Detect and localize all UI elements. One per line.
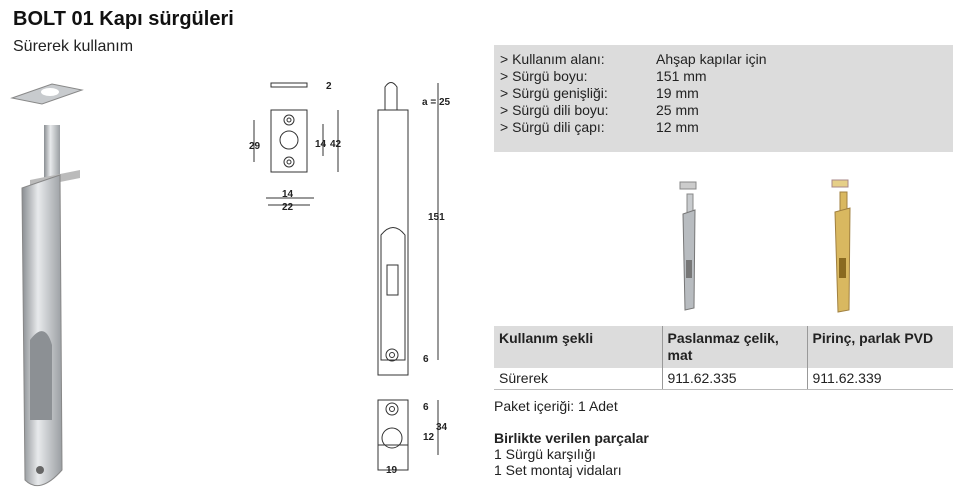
table-row: Sürerek 911.62.335 911.62.339 (494, 368, 953, 390)
variants-table: Kullanım şekli Paslanmaz çelik, mat Piri… (494, 326, 953, 390)
dim-thickness: 2 (326, 81, 332, 92)
list-item: 1 Sürgü karşılığı (494, 446, 596, 462)
spec-label: > Sürgü genişliği: (500, 85, 608, 101)
dim-a: a = 25 (422, 97, 451, 108)
spec-row: > Sürgü dili çapı: 12 mm (500, 119, 953, 136)
spec-label: > Sürgü dili çapı: (500, 119, 605, 135)
column-header: Kullanım şekli (494, 326, 662, 368)
dim-bottom-offset: 6 (423, 354, 429, 365)
dim-strike-bore: 12 (423, 432, 435, 443)
product-title: BOLT 01 Kapı sürgüleri (13, 8, 234, 30)
spec-label: > Kullanım alanı: (500, 51, 605, 67)
spec-label: > Sürgü dili boyu: (500, 102, 609, 118)
table-cell: Sürerek (494, 368, 662, 390)
steel-variant-image (679, 181, 697, 311)
dim-hole-spacing: 29 (249, 141, 261, 152)
dim-plate-height: 42 (330, 139, 342, 150)
spec-row: > Sürgü genişliği: 19 mm (500, 85, 953, 102)
spec-value: 19 mm (656, 85, 699, 101)
brass-variant-image (831, 179, 851, 313)
spec-box: > Kullanım alanı: Ahşap kapılar için > Sü… (494, 45, 953, 152)
dim-bore: 14 (315, 139, 327, 150)
spec-label: > Sürgü boyu: (500, 68, 588, 84)
product-subtitle: Sürerek kullanım (13, 38, 134, 55)
package-contents: Paket içeriği: 1 Adet (494, 398, 618, 414)
dim-strike-offset: 6 (423, 402, 429, 413)
spec-row: > Kullanım alanı: Ahşap kapılar için (500, 51, 953, 68)
list-item: 1 Set montaj vidaları (494, 462, 622, 478)
spec-value: Ahşap kapılar için (656, 51, 767, 67)
dim-strike-width: 19 (386, 465, 398, 476)
article-number: 911.62.339 (806, 368, 953, 390)
spec-row: > Sürgü dili boyu: 25 mm (500, 102, 953, 119)
spec-value: 12 mm (656, 119, 699, 135)
dim-strike-height: 34 (436, 422, 448, 433)
dim-length: 151 (428, 212, 445, 223)
dim-bore-width: 14 (282, 189, 294, 200)
column-header: Pirinç, parlak PVD (806, 326, 953, 368)
spec-value: 151 mm (656, 68, 707, 84)
included-parts: Birlikte verilen parçalar 1 Sürgü karşıl… (494, 430, 649, 478)
article-number: 911.62.335 (661, 368, 807, 390)
dim-plate-width: 22 (282, 202, 294, 213)
spec-value: 25 mm (656, 102, 699, 118)
table-header-row: Kullanım şekli Paslanmaz çelik, mat Piri… (494, 326, 953, 368)
spec-row: > Sürgü boyu: 151 mm (500, 68, 953, 85)
product-photo (10, 83, 84, 487)
included-parts-heading: Birlikte verilen parçalar (494, 430, 649, 446)
column-header: Paslanmaz çelik, mat (661, 326, 807, 368)
technical-drawing: 2 29 14 42 14 22 a = 25 151 6 6 12 34 19 (249, 81, 451, 476)
